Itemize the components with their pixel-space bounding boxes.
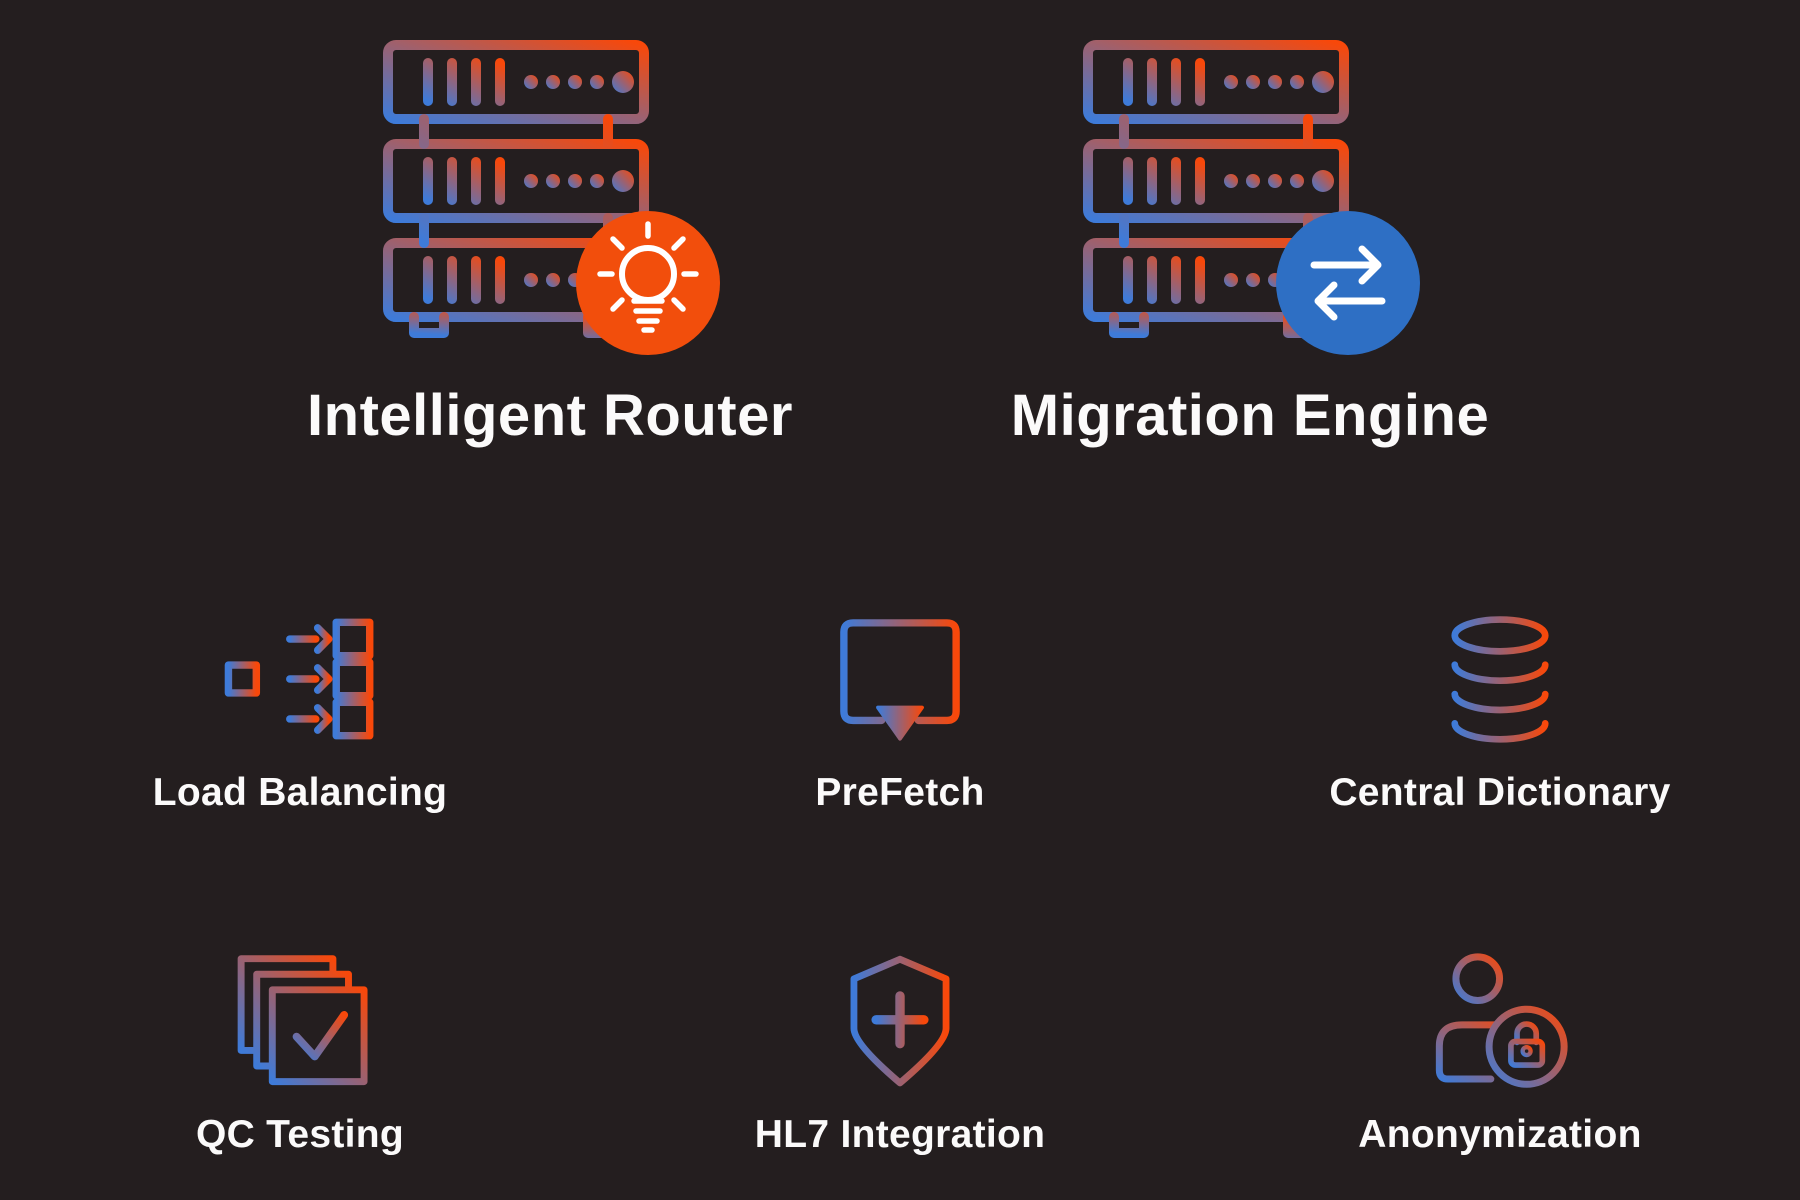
feature-anonymization: Anonymization (1200, 943, 1800, 1157)
database-icon (1451, 616, 1549, 743)
feature-central-dictionary: Central Dictionary (1200, 601, 1800, 815)
load-balancing-icon (224, 618, 374, 740)
feature-title: Load Balancing (152, 771, 448, 814)
server-stack-icon (383, 40, 720, 355)
feature-hl7-integration: HL7 Integration (600, 943, 1200, 1157)
feature-title: QC Testing (195, 1113, 405, 1156)
feature-qc-testing: QC Testing (0, 943, 600, 1157)
user-lock-icon (1435, 953, 1568, 1088)
server-stack-transfer-icon (1076, 33, 1424, 360)
feature-load-balancing: Load Balancing (0, 601, 600, 815)
feature-title: HL7 Integration (754, 1113, 1046, 1156)
feature-title: Intelligent Router (307, 383, 793, 448)
feature-intelligent-router: Intelligent Router (200, 33, 900, 449)
primary-feature-row: Intelligent Router (0, 33, 1800, 449)
server-stack-icon (1083, 40, 1420, 355)
feature-prefetch: PreFetch (600, 601, 1200, 815)
secondary-feature-row-2: QC Testing HL7 Integration (0, 943, 1800, 1157)
shield-plus-icon (850, 955, 950, 1086)
feature-title: Anonymization (1358, 1113, 1642, 1156)
secondary-feature-row-1: Load Balancing PreFetch (0, 601, 1800, 815)
server-stack-lightbulb-icon (376, 33, 724, 360)
prefetch-download-icon (840, 619, 960, 741)
feature-title: Central Dictionary (1329, 771, 1671, 814)
feature-migration-engine: Migration Engine (900, 33, 1600, 449)
transfer-arrows-badge-icon (1276, 211, 1420, 355)
lightbulb-badge-icon (576, 211, 720, 355)
feature-title: PreFetch (815, 771, 985, 814)
stacked-checklist-icon (237, 955, 368, 1086)
feature-title: Migration Engine (1010, 383, 1490, 448)
